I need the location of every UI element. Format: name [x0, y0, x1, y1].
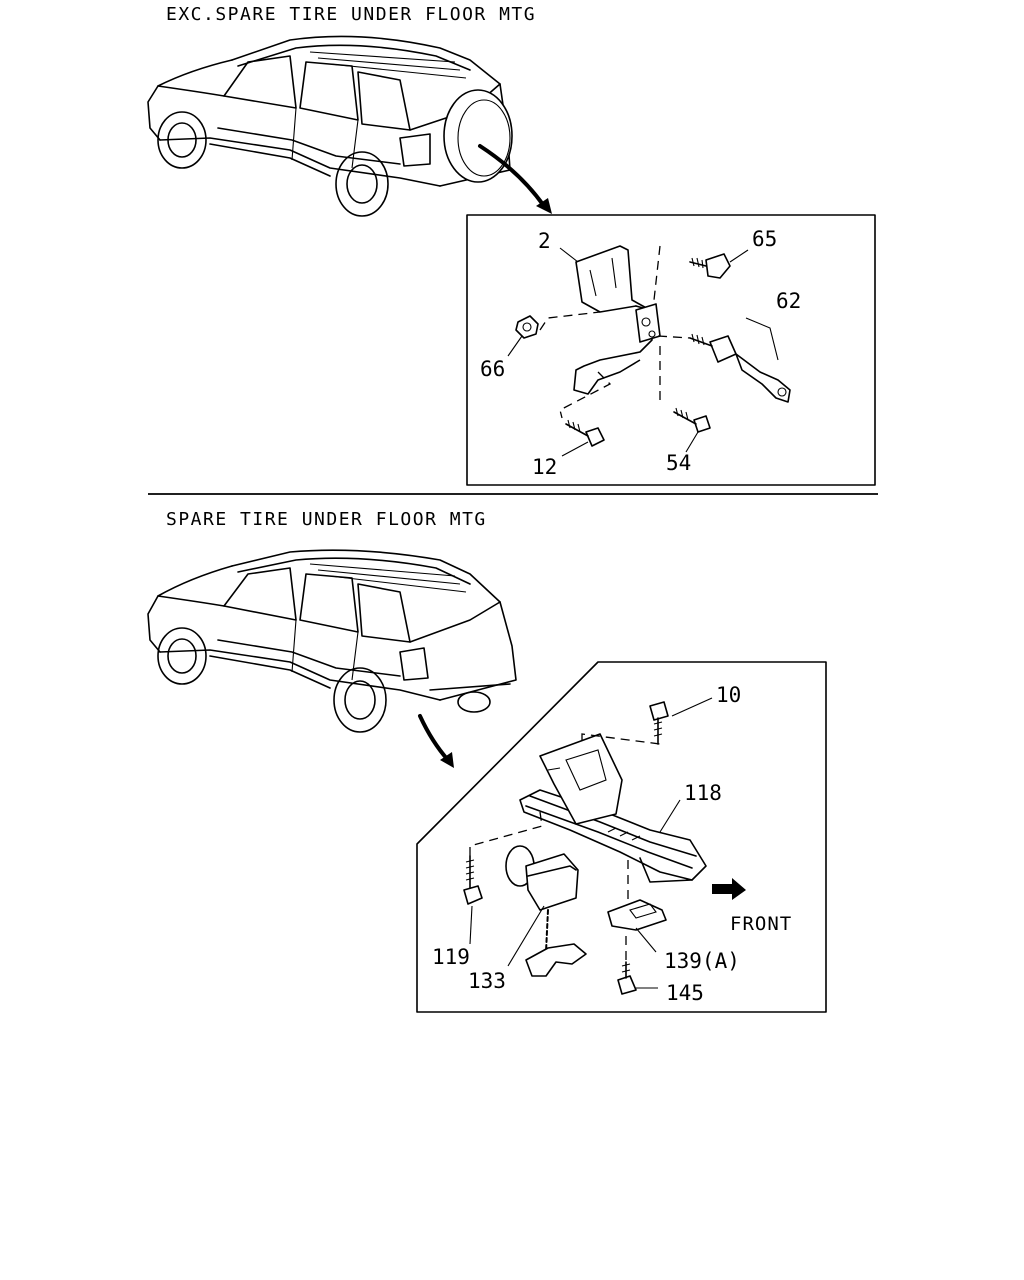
front-arrow-icon — [712, 878, 746, 900]
callout-66: 66 — [480, 357, 505, 381]
callout-12: 12 — [532, 455, 557, 479]
callout-10: 10 — [716, 683, 741, 707]
vehicle-rear-spare-illustration — [147, 35, 552, 217]
callout-119: 119 — [432, 945, 470, 969]
callout-118: 118 — [684, 781, 722, 805]
callout-145: 145 — [666, 981, 704, 1005]
vehicle-underfloor-spare-illustration — [147, 549, 517, 768]
callout-54: 54 — [666, 451, 691, 475]
callout-139a: 139(A) — [664, 949, 740, 973]
callout-2: 2 — [538, 229, 551, 253]
carrier-bracket-detail: 2 65 62 66 12 54 — [466, 214, 876, 486]
top-section-caption: EXC.SPARE TIRE UNDER FLOOR MTG — [166, 4, 537, 25]
underfloor-hanger-detail: FRONT 10 118 119 133 139(A) 145 — [416, 661, 827, 1013]
callout-133: 133 — [468, 969, 506, 993]
callout-62: 62 — [776, 289, 801, 313]
callout-65: 65 — [752, 227, 777, 251]
front-direction-label: FRONT — [730, 913, 792, 935]
bottom-section-caption: SPARE TIRE UNDER FLOOR MTG — [166, 509, 487, 530]
